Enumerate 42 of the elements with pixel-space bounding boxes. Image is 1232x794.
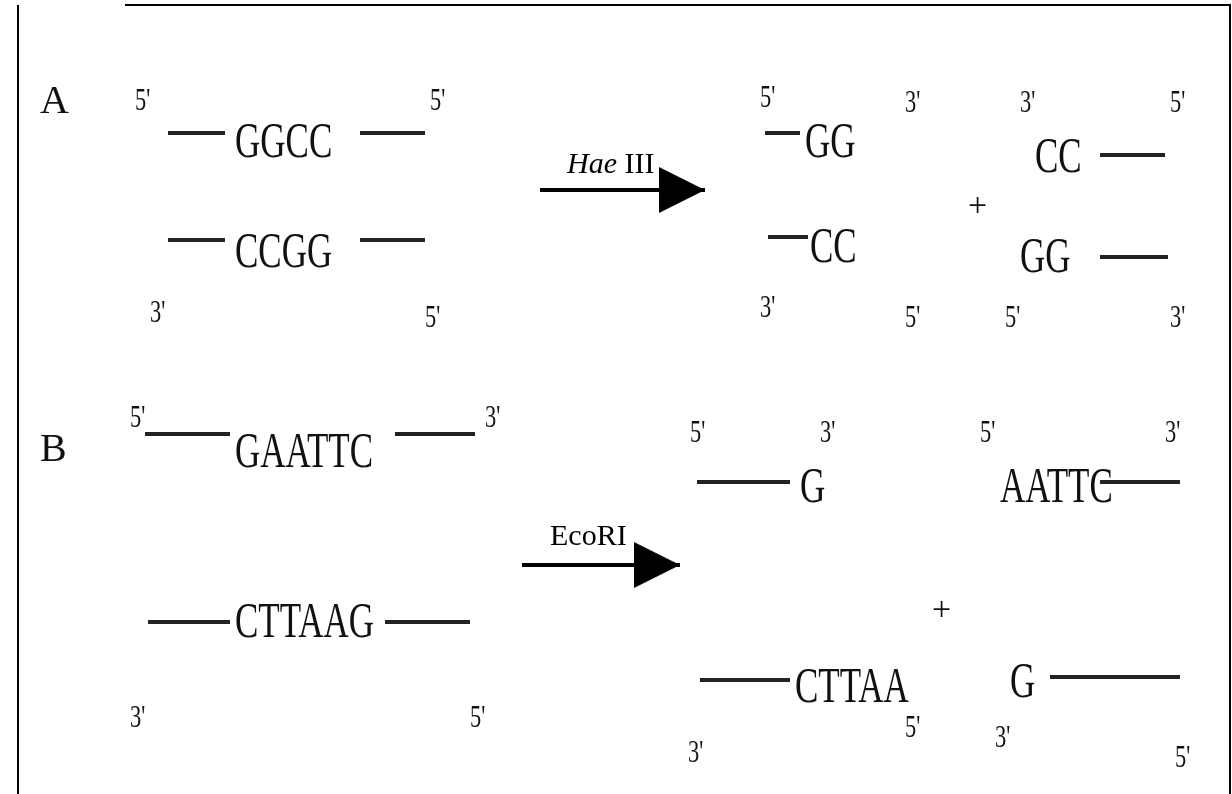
base-sequence: GG [1020, 230, 1071, 280]
strand-end-label: 5' [980, 415, 996, 447]
strand-end-label: 5' [1175, 740, 1191, 772]
base-sequence: GAATTC [235, 425, 374, 475]
plus-sign: + [932, 592, 952, 626]
strand-end-label: 3' [130, 700, 146, 732]
base-sequence: CTTAA [795, 660, 909, 710]
strand-end-label: 5' [905, 710, 921, 742]
panel-letter: A [40, 80, 69, 120]
base-sequence: CCGG [235, 225, 333, 275]
strand-end-label: 3' [905, 85, 921, 117]
strand-end-label: 5' [690, 415, 706, 447]
reaction-arrow [522, 542, 680, 588]
strand-end-label: 3' [760, 290, 776, 322]
strand-end-label: 5' [430, 83, 446, 115]
strand-end-label: 5' [1005, 300, 1021, 332]
base-sequence: CC [810, 220, 857, 270]
strand-end-label: 3' [485, 400, 501, 432]
base-sequence: CC [1035, 130, 1082, 180]
strand-end-label: 3' [1020, 85, 1036, 117]
strand-end-label: 5' [470, 700, 486, 732]
strand-end-label: 5' [130, 400, 146, 432]
panel-letter: B [40, 428, 67, 468]
strand-end-label: 3' [820, 415, 836, 447]
strand-end-label: 5' [425, 300, 441, 332]
reaction-arrow [540, 167, 705, 213]
base-sequence: AATTC [1000, 460, 1113, 510]
strand-end-label: 3' [995, 720, 1011, 752]
strand-end-label: 5' [1170, 85, 1186, 117]
strand-end-label: 5' [135, 83, 151, 115]
base-sequence: GGCC [235, 115, 333, 165]
strand-end-label: 5' [760, 80, 776, 112]
strand-end-label: 3' [1170, 300, 1186, 332]
strand-end-label: 3' [1165, 415, 1181, 447]
base-sequence: G [1010, 655, 1036, 705]
base-sequence: GG [805, 115, 856, 165]
base-sequence: G [800, 460, 826, 510]
plus-sign: + [968, 188, 988, 222]
strand-end-label: 3' [150, 295, 166, 327]
base-sequence: CTTAAG [235, 595, 375, 645]
strand-end-label: 3' [688, 735, 704, 767]
strand-end-label: 5' [905, 300, 921, 332]
